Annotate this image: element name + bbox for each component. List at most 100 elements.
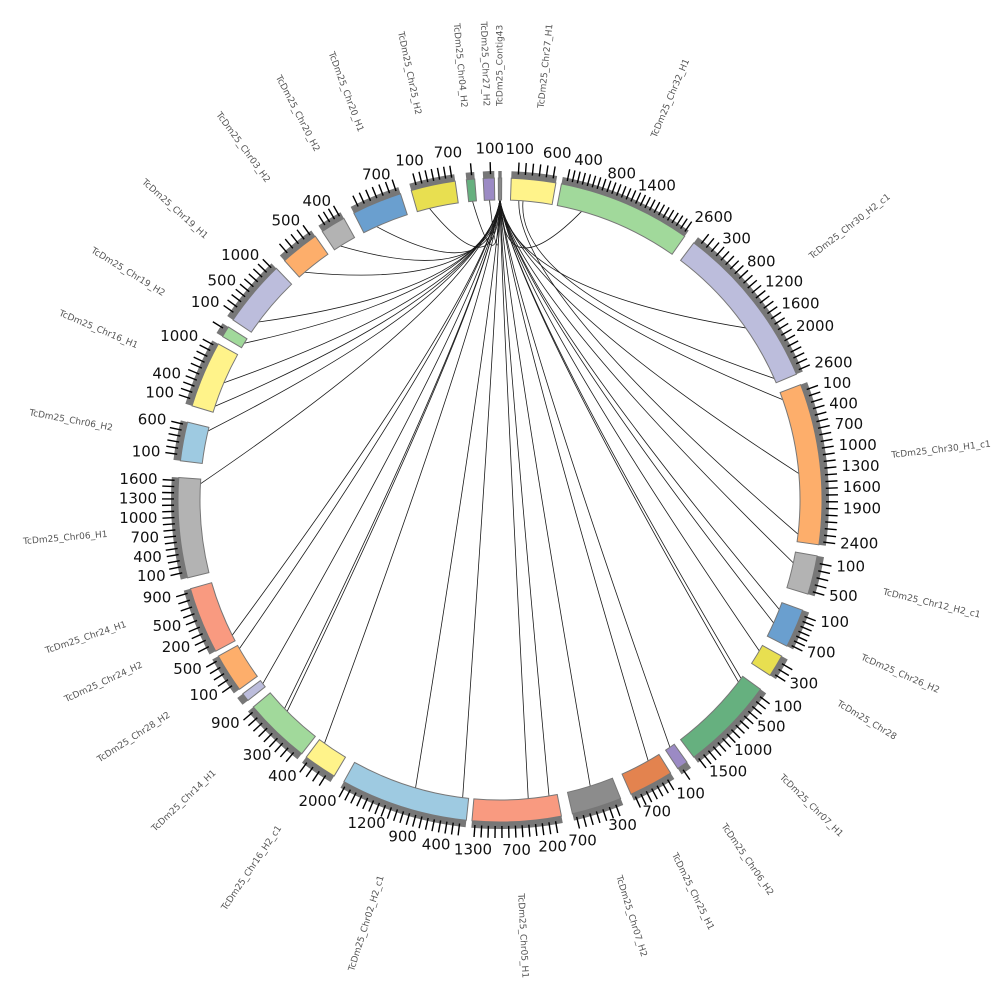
segment-tcdm25-contig43[interactable] bbox=[497, 170, 503, 201]
tick-mark bbox=[730, 729, 741, 739]
segment-block[interactable] bbox=[679, 675, 762, 758]
segment-block[interactable] bbox=[779, 383, 823, 546]
segment-block[interactable] bbox=[556, 183, 686, 255]
segment-tcdm25-chr16-h2-c1[interactable] bbox=[299, 738, 347, 786]
tick-mark bbox=[217, 679, 229, 687]
segment-tcdm25-chr27-h2[interactable] bbox=[482, 162, 496, 201]
segment-block[interactable] bbox=[621, 753, 672, 795]
segment-block[interactable] bbox=[410, 180, 459, 213]
segment-tcdm25-chr30-h1-c1[interactable] bbox=[779, 382, 838, 546]
segment-block[interactable] bbox=[353, 193, 408, 234]
segment-block[interactable] bbox=[566, 777, 622, 815]
segment-band bbox=[279, 230, 316, 261]
tick-mark bbox=[820, 438, 833, 443]
segment-tcdm25-chr28[interactable] bbox=[750, 644, 793, 682]
link-j-ad bbox=[499, 199, 649, 761]
segment-block[interactable] bbox=[482, 177, 496, 201]
segment-tcdm25-chr24-h1[interactable] bbox=[175, 582, 236, 655]
segment-block[interactable] bbox=[217, 644, 258, 690]
segment-tcdm25-chr12-h2-c1[interactable] bbox=[786, 551, 832, 597]
segment-block[interactable] bbox=[252, 692, 317, 755]
segment-block[interactable] bbox=[179, 421, 210, 464]
segment-block[interactable] bbox=[786, 551, 818, 595]
tick-label: 700 bbox=[835, 415, 864, 433]
segment-tcdm25-chr04-h2[interactable] bbox=[465, 163, 477, 203]
segment-tcdm25-chr06-h1[interactable] bbox=[161, 477, 210, 580]
segment-block[interactable] bbox=[305, 738, 347, 777]
tick-mark bbox=[170, 572, 183, 577]
tick-mark bbox=[223, 304, 234, 313]
tick-mark bbox=[778, 668, 790, 677]
segment-tcdm25-chr05-h1[interactable] bbox=[471, 793, 563, 838]
tick-label: 2400 bbox=[840, 535, 878, 553]
tick-mark bbox=[703, 754, 712, 765]
tick-mark bbox=[524, 162, 527, 176]
segment-tcdm25-chr30-h2-c1[interactable] bbox=[679, 233, 811, 384]
segment-block[interactable] bbox=[283, 235, 329, 278]
segment-tcdm25-chr03-h2[interactable] bbox=[278, 224, 329, 278]
segment-block[interactable] bbox=[321, 217, 356, 251]
tick-mark bbox=[824, 527, 837, 531]
tick-mark bbox=[327, 208, 336, 220]
segment-block[interactable] bbox=[232, 267, 293, 333]
segment-tcdm25-chr25-h2[interactable] bbox=[409, 165, 459, 213]
segment-block[interactable] bbox=[177, 477, 210, 579]
segment-tcdm25-chr27-h1[interactable] bbox=[509, 162, 558, 206]
tick-mark bbox=[278, 243, 288, 254]
segment-tcdm25-chr32-h1[interactable] bbox=[556, 169, 693, 255]
tick-mark bbox=[814, 411, 827, 416]
segment-block[interactable] bbox=[766, 601, 804, 647]
tick-mark bbox=[780, 328, 793, 336]
tick-mark bbox=[362, 797, 369, 810]
tick-mark bbox=[167, 559, 180, 564]
tick-mark bbox=[814, 584, 827, 589]
segment-block[interactable] bbox=[465, 178, 477, 203]
link-d-ad bbox=[499, 199, 800, 474]
segment-tcdm25-chr28-h2[interactable] bbox=[237, 679, 266, 705]
segment-tcdm25-chr07-h2[interactable] bbox=[566, 777, 624, 829]
segment-block[interactable] bbox=[664, 743, 688, 770]
segment-block[interactable] bbox=[242, 679, 266, 702]
tick-mark bbox=[252, 268, 263, 278]
tick-label: 100 bbox=[395, 151, 424, 169]
segment-tcdm25-chr19-h2[interactable] bbox=[212, 321, 248, 349]
tick-mark bbox=[183, 381, 195, 387]
tick-mark bbox=[338, 786, 346, 798]
segment-tcdm25-chr16-h1[interactable] bbox=[178, 338, 239, 413]
segment-tcdm25-chr20-h1[interactable] bbox=[350, 179, 408, 234]
tick-mark bbox=[469, 163, 473, 176]
tick-mark bbox=[165, 547, 178, 551]
segment-tcdm25-chr26-h2[interactable] bbox=[766, 601, 816, 652]
segment-tcdm25-chr24-h2[interactable] bbox=[205, 644, 258, 694]
tick-label: 100 bbox=[137, 567, 166, 585]
segment-tcdm25-chr07-h1[interactable] bbox=[679, 675, 771, 769]
segment-block[interactable] bbox=[497, 177, 503, 201]
segment-block[interactable] bbox=[471, 793, 563, 823]
segment-tcdm25-chr19-h1[interactable] bbox=[223, 258, 293, 333]
segment-block[interactable] bbox=[221, 326, 248, 349]
segment-tcdm25-chr02-h2-c1[interactable] bbox=[338, 761, 470, 836]
segment-band bbox=[183, 588, 216, 655]
segment-tcdm25-chr25-h1[interactable] bbox=[621, 753, 675, 808]
segment-block[interactable] bbox=[343, 761, 470, 821]
tick-mark bbox=[787, 340, 799, 348]
segment-tcdm25-chr14-h1[interactable] bbox=[243, 692, 317, 763]
segment-block[interactable] bbox=[191, 343, 239, 413]
segment-tcdm25-chr20-h2[interactable] bbox=[317, 205, 356, 251]
segment-block[interactable] bbox=[189, 582, 236, 652]
segment-block[interactable] bbox=[679, 242, 798, 384]
segment-block[interactable] bbox=[750, 644, 783, 677]
tick-label: 2000 bbox=[298, 792, 336, 810]
tick-label: 900 bbox=[143, 589, 172, 607]
segment-block[interactable] bbox=[509, 177, 557, 206]
tick-mark bbox=[755, 701, 767, 710]
segment-tcdm25-chr06-h2[interactable] bbox=[664, 743, 692, 781]
tick-mark bbox=[263, 732, 273, 743]
tick-mark bbox=[611, 182, 617, 195]
tick-mark bbox=[358, 192, 365, 204]
segment-tcdm25-chr06-h2[interactable] bbox=[165, 420, 210, 464]
tick-mark bbox=[450, 822, 454, 835]
tick-mark bbox=[187, 368, 200, 375]
tick-mark bbox=[566, 169, 571, 182]
tick-mark bbox=[739, 720, 750, 730]
